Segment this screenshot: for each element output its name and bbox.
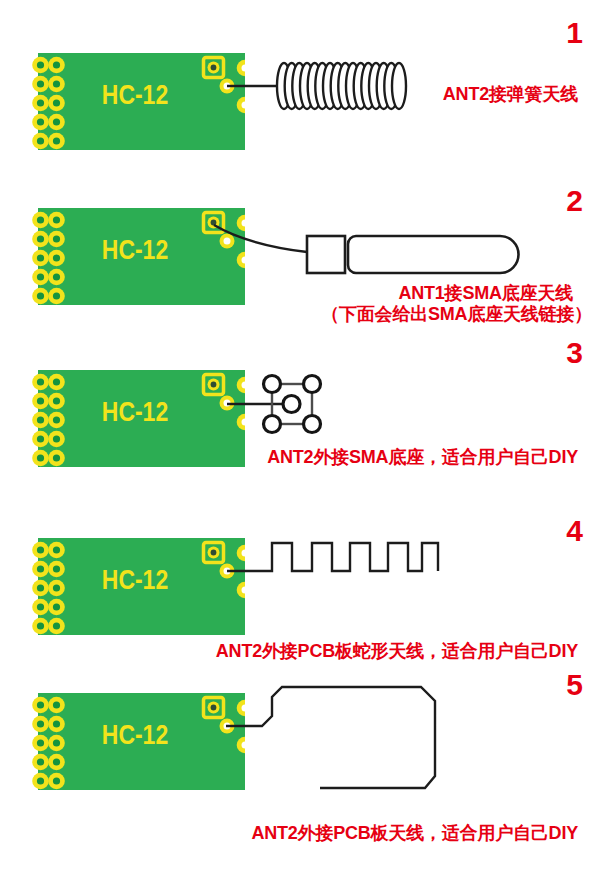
spring-antenna [227,63,406,109]
caption-2-line1: ANT1接SMA底座天线 [398,284,573,302]
item-number-5: 5 [566,670,583,700]
module-label-2: HC-12 [55,236,214,264]
caption-2-line2: （下面会给出SMA底座天线链接） [321,305,592,323]
caption-3: ANT2外接SMA底座，适合用户自己DIY [267,448,578,466]
caption-1: ANT2接弹簧天线 [443,85,578,103]
item-number-3: 3 [566,338,583,368]
sma-connector-antenna [214,225,519,273]
module-label-1: HC-12 [55,81,214,109]
module-label-4: HC-12 [55,566,214,594]
module-label-5: HC-12 [55,721,214,749]
item-number-2: 2 [566,186,583,216]
item-number-4: 4 [566,516,583,546]
module-label-3: HC-12 [55,398,214,426]
pcb-trace-antenna [226,687,435,788]
item-number-1: 1 [566,18,583,48]
meander-antenna [227,543,438,571]
caption-5: ANT2外接PCB板天线，适合用户自己DIY [251,824,578,842]
caption-4: ANT2外接PCB板蛇形天线，适合用户自己DIY [216,642,578,660]
